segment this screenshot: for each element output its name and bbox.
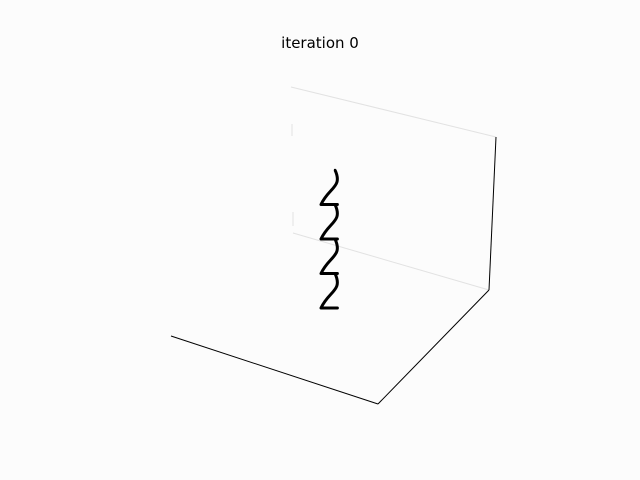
back-panes <box>290 86 497 291</box>
series-0-point-1 <box>319 306 323 310</box>
series-0-point-5 <box>319 237 323 241</box>
series-0-point-3 <box>319 272 323 275</box>
series-0-point-6 <box>333 203 337 206</box>
z-axis-line <box>488 136 497 291</box>
series-0-point-0 <box>333 306 337 310</box>
series-0-point-2 <box>333 272 337 275</box>
back-pane-bottom-edge <box>292 232 490 291</box>
chart-title: iteration 0 <box>281 34 359 52</box>
y-axis-line <box>377 289 490 405</box>
series-0-point-8 <box>333 168 337 172</box>
back-pane-top-edge <box>290 86 497 138</box>
series-0-point-4 <box>333 237 337 241</box>
axis-lines <box>170 136 497 405</box>
series-layer <box>319 168 339 310</box>
x-axis-line <box>170 335 379 405</box>
series-0-point-7 <box>319 203 323 206</box>
